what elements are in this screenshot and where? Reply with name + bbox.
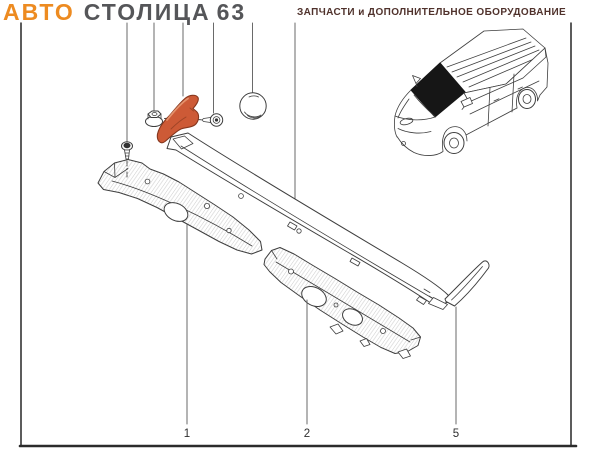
highlighted-bracket-part[interactable] xyxy=(156,94,200,144)
corner-trim-piece xyxy=(416,260,490,310)
front-wheel-arch xyxy=(442,126,468,152)
roof-ribs xyxy=(446,37,544,88)
logo-word-63: 63 xyxy=(216,0,247,25)
header-tagline: ЗАПЧАСТИ и ДОПОЛНИТЕЛЬНОЕ ОБОРУДОВАНИЕ xyxy=(297,7,567,18)
windshield xyxy=(410,62,466,118)
door-handles xyxy=(493,86,523,102)
rear-wheel xyxy=(518,89,536,109)
screw-fastener-small xyxy=(121,141,133,178)
part-number-1[interactable]: 1 xyxy=(184,428,190,440)
diagram-frame xyxy=(18,22,578,448)
logo-word-stolitsa: СТОЛИЦА xyxy=(83,0,211,25)
headlight xyxy=(399,117,414,126)
wiper-detail xyxy=(412,75,421,87)
side-mirror xyxy=(460,97,473,108)
hood-edge xyxy=(394,89,412,138)
vehicle-thumbnail xyxy=(394,28,549,156)
rubber-plug xyxy=(239,92,267,120)
part-number-2[interactable]: 2 xyxy=(304,428,310,440)
bottom-callouts: 1 2 5 xyxy=(184,224,459,440)
rear-wheel-arch xyxy=(516,87,541,109)
right-cowl-panel xyxy=(263,247,421,359)
part-number-5[interactable]: 5 xyxy=(453,428,459,440)
top-callout-lines xyxy=(126,22,296,213)
flange-nut xyxy=(145,110,163,127)
front-wheel xyxy=(443,132,465,154)
rear-edge xyxy=(539,47,549,96)
front-bumper xyxy=(396,136,444,156)
logo-word-auto: АВТО xyxy=(3,0,75,25)
torx-screw xyxy=(201,113,224,127)
left-cowl-panel xyxy=(97,159,263,255)
